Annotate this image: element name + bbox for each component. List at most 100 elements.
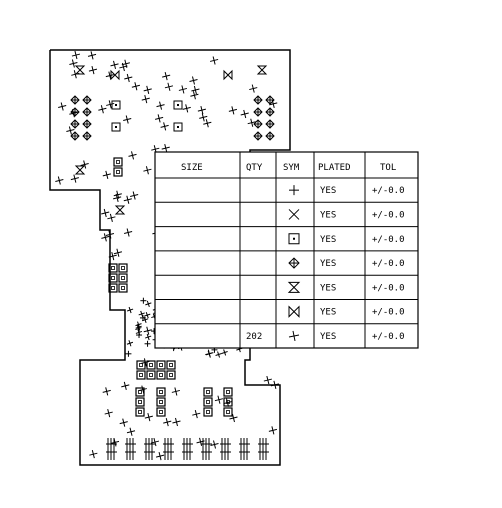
drill-table-rows: YES+/-0.0YES+/-0.0YES+/-0.0YES+/-0.0YES+… <box>246 185 405 342</box>
diamond-cross-icon <box>253 119 263 129</box>
tick-cross-icon <box>69 59 78 68</box>
row-tol: +/-0.0 <box>372 283 405 293</box>
pad-square-icon <box>118 273 128 283</box>
diamond-cross-icon <box>265 95 275 105</box>
tick-cross-icon <box>163 417 172 427</box>
tick-cross-icon <box>268 426 278 435</box>
drill-table-frame <box>154 151 419 349</box>
pad-square-icon <box>156 370 166 380</box>
tick-cross-icon <box>135 325 142 332</box>
pad-square-icon <box>203 407 213 417</box>
pad-square-icon <box>113 167 123 177</box>
tick-cross-icon <box>210 56 219 65</box>
board-outline <box>49 49 291 466</box>
tick-cross-icon <box>101 208 110 218</box>
tick-cross-icon <box>141 95 150 104</box>
tick-cross-icon <box>126 306 134 314</box>
tick-cross-icon <box>88 66 98 75</box>
tick-cross-icon <box>143 166 152 175</box>
tick-cross-icon <box>123 195 132 204</box>
pad-square-icon <box>146 360 156 370</box>
tick-cross-icon <box>98 105 107 114</box>
diamond-cross-icon <box>82 131 92 141</box>
row-tol: +/-0.0 <box>372 186 405 196</box>
connector-pin-group <box>258 438 269 460</box>
tick-cross-icon <box>123 228 133 237</box>
tick-cross-icon <box>70 174 79 183</box>
bowtie-icon <box>288 305 300 318</box>
diamond-cross-icon <box>253 131 263 141</box>
tick-cross-icon <box>182 104 191 113</box>
hourglass-icon <box>74 165 86 175</box>
tick-cross-icon <box>80 160 89 169</box>
pad-square-icon <box>156 360 166 370</box>
diamond-cross-icon <box>70 107 80 117</box>
tick-cross-icon <box>121 381 130 390</box>
square-dot-icon <box>111 100 121 110</box>
tick-cross-icon <box>119 418 128 427</box>
tick-cross-icon <box>178 85 188 94</box>
tick-cross-icon <box>145 300 152 308</box>
tick-cross-icon <box>161 143 170 153</box>
row-plated: YES <box>320 283 336 293</box>
tick-cross-icon <box>228 106 237 115</box>
header-qty: QTY <box>246 163 263 173</box>
pad-square-icon <box>156 387 166 397</box>
tick-cross-icon <box>126 340 134 347</box>
diamond-cross-icon <box>82 107 92 117</box>
drill-table-row: YES+/-0.0 <box>288 257 405 269</box>
tick-cross-icon <box>210 440 219 449</box>
connector-pin-group <box>201 438 212 460</box>
tick-cross-icon <box>160 122 169 131</box>
pad-square-icon <box>166 360 176 370</box>
drill-table-row: YES+/-0.0 <box>288 209 405 220</box>
row-plated: YES <box>320 210 336 220</box>
tick-cross-icon <box>55 176 64 185</box>
connector-pin-group <box>106 438 117 460</box>
row-plated: YES <box>320 308 336 318</box>
diamond-cross-icon <box>70 131 80 141</box>
pad-square-icon <box>136 370 146 380</box>
pad-square-icon <box>146 370 156 380</box>
tick-cross-icon <box>143 85 152 94</box>
diamond-cross-icon <box>82 95 92 105</box>
tick-cross-icon <box>138 310 145 318</box>
tick-cross-icon <box>106 100 115 109</box>
tick-cross-icon <box>138 385 147 394</box>
tick-cross-icon <box>89 450 98 459</box>
row-plated: YES <box>320 259 336 269</box>
pad-square-icon <box>156 397 166 407</box>
pad-square-icon <box>135 397 145 407</box>
pad-square-icon <box>203 387 213 397</box>
pad-square-icon <box>118 263 128 273</box>
tick-cross-icon <box>113 248 123 257</box>
plus-cross-icon <box>289 185 299 196</box>
x-cross-icon <box>288 209 300 220</box>
tick-cross-icon <box>102 387 111 396</box>
tick-cross-icon <box>215 351 222 358</box>
pad-square-icon <box>223 407 233 417</box>
pad-square-icon <box>203 397 213 407</box>
square-dot-icon <box>173 122 183 132</box>
plus-cross-icon <box>136 332 143 339</box>
row-plated: YES <box>320 332 336 342</box>
tick-cross-icon <box>130 191 139 200</box>
tick-cross-icon <box>171 387 180 396</box>
diamond-cross-icon <box>70 119 80 129</box>
tick-cross-icon <box>288 330 300 342</box>
tick-cross-icon <box>121 59 130 68</box>
tick-cross-icon <box>110 438 120 447</box>
tick-cross-icon <box>240 109 249 119</box>
row-plated: YES <box>320 235 336 245</box>
pad-square-icon <box>223 387 233 397</box>
tick-cross-icon <box>113 193 122 202</box>
tick-cross-icon <box>102 170 111 180</box>
tick-cross-icon <box>164 82 174 91</box>
square-dot-icon <box>111 122 121 132</box>
tick-cross-icon <box>197 105 207 115</box>
tick-cross-icon <box>189 76 198 85</box>
row-plated: YES <box>320 186 336 196</box>
pad-square-icon <box>135 387 145 397</box>
drill-table-grid <box>155 152 418 348</box>
